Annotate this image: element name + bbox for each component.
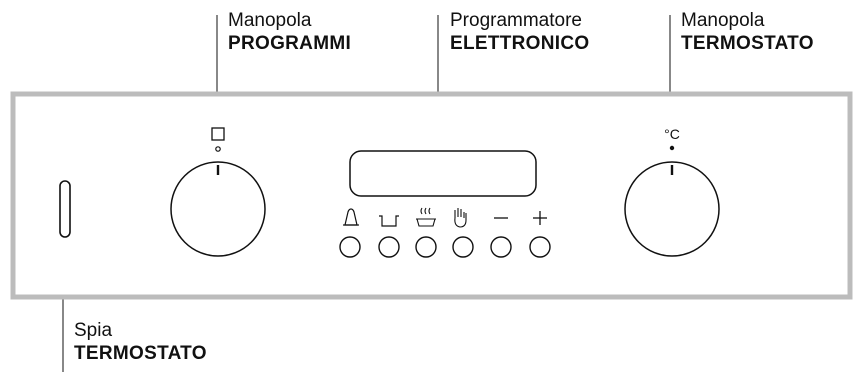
callout-termostato-knob: Manopola TERMOSTATO [681,10,814,56]
minus-button[interactable] [490,236,512,258]
callout-programmatore-line2: ELETTRONICO [450,33,590,54]
manual-button[interactable] [452,236,474,258]
celsius-symbol: °C [664,126,680,142]
plus-icon [533,211,547,225]
pan-icon [379,215,399,227]
bell-button[interactable] [339,236,361,258]
program-square-icon [211,127,225,141]
callout-programmi: Manopola PROGRAMMI [228,10,351,56]
callout-spia-line1: Spia [74,320,113,341]
callout-programmi-line2: PROGRAMMI [228,33,352,54]
thermostat-knob-body[interactable] [624,161,720,257]
callout-programmatore-line1: Programmatore [450,10,582,31]
bell-icon [343,208,359,226]
callout-spia-line2: TERMOSTATO [74,343,207,364]
callout-termostato-knob-line1: Manopola [681,10,765,31]
cooking-time-button[interactable] [378,236,400,258]
thermostat-indicator-light [59,180,71,238]
callout-termostato-knob-line2: TERMOSTATO [681,33,814,54]
callout-programmi-line1: Manopola [228,10,312,31]
cooking-end-icon [416,207,436,227]
programs-knob-body[interactable] [170,161,266,257]
manual-hand-icon [454,208,467,228]
callout-spia: Spia TERMOSTATO [74,320,207,366]
end-of-cooking-button[interactable] [415,236,437,258]
plus-button[interactable] [529,236,551,258]
programs-knob[interactable] [170,127,266,257]
programmer-display [349,150,537,197]
thermostat-reference-dot [669,145,675,151]
callout-programmatore: Programmatore ELETTRONICO [450,10,589,56]
thermostat-knob[interactable]: °C [624,126,720,257]
knob-reference-dot [215,146,221,152]
